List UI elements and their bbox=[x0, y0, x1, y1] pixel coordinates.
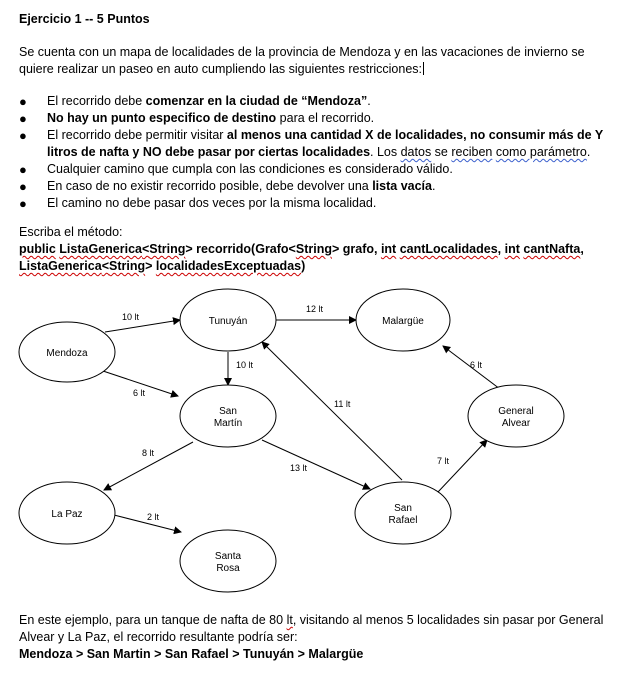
rule-item: ●No hay un punto especifico de destino p… bbox=[19, 111, 375, 126]
node-santa-rosa: Santa Rosa bbox=[179, 529, 277, 593]
svg-text:Tunuyán: Tunuyán bbox=[209, 316, 248, 327]
svg-text:10 lt: 10 lt bbox=[122, 312, 140, 322]
edge-tunuyan-sanmartin: 10 lt bbox=[224, 352, 254, 386]
bullet-icon: ● bbox=[19, 111, 27, 126]
bullet-icon: ● bbox=[19, 196, 27, 211]
svg-text:Malargüe: Malargüe bbox=[382, 316, 424, 327]
edge-mendoza-tunuyan: 10 lt bbox=[104, 312, 181, 333]
svg-text:11 lt: 11 lt bbox=[334, 399, 351, 409]
edge-sanmartin-sanrafael: 13 lt bbox=[261, 439, 371, 490]
localidades-graph: 10 lt 12 lt 10 lt 6 lt 11 lt 6 lt 8 lt bbox=[18, 288, 565, 593]
edge-sanmartin-lapaz: 8 lt bbox=[103, 441, 194, 491]
svg-text:Mendoza: Mendoza bbox=[46, 348, 88, 359]
example-paragraph: En este ejemplo, para un tanque de nafta… bbox=[19, 613, 604, 644]
edge-mendoza-sanmartin: 6 lt bbox=[99, 369, 179, 398]
node-malargue: Malargüe bbox=[355, 288, 451, 352]
svg-text:6 lt: 6 lt bbox=[470, 360, 483, 370]
intro-paragraph: Se cuenta con un mapa de localidades de … bbox=[19, 44, 609, 78]
svg-text:Rafael: Rafael bbox=[389, 515, 418, 526]
svg-text:7 lt: 7 lt bbox=[437, 456, 450, 466]
rules-list: ●El recorrido debe comenzar en la ciudad… bbox=[0, 93, 620, 212]
edge-tunuyan-malargue: 12 lt bbox=[276, 304, 357, 324]
method-signature: public ListaGenerica<String> recorrido(G… bbox=[19, 242, 584, 273]
rule-item: ●El camino no debe pasar dos veces por l… bbox=[19, 196, 377, 211]
svg-text:Alvear: Alvear bbox=[502, 418, 531, 429]
bullet-icon: ● bbox=[19, 128, 27, 143]
svg-text:12 lt: 12 lt bbox=[306, 304, 324, 314]
edge-alvear-malargue: 6 lt bbox=[442, 345, 501, 390]
text-cursor bbox=[423, 62, 425, 75]
svg-text:La Paz: La Paz bbox=[51, 509, 82, 520]
bullet-icon: ● bbox=[19, 179, 27, 194]
exercise-title: Ejercicio 1 -- 5 Puntos bbox=[19, 12, 150, 26]
svg-text:2 lt: 2 lt bbox=[147, 512, 160, 522]
edge-sanrafael-tunuyan: 11 lt bbox=[261, 341, 403, 481]
svg-text:Santa: Santa bbox=[215, 551, 242, 562]
intro-text: Se cuenta con un mapa de localidades de … bbox=[19, 45, 585, 76]
edge-lapaz-santarosa: 2 lt bbox=[113, 512, 182, 535]
edge-sanrafael-alvear: 7 lt bbox=[437, 439, 488, 493]
svg-text:6 lt: 6 lt bbox=[133, 388, 146, 398]
rule-item: ●El recorrido debe permitir visitar al m… bbox=[19, 128, 603, 159]
rule-item: ● Cualquier camino que cumpla con las co… bbox=[19, 162, 453, 177]
node-san-rafael: San Rafael bbox=[354, 481, 452, 545]
svg-text:8 lt: 8 lt bbox=[142, 448, 155, 458]
node-general-alvear: General Alvear bbox=[467, 384, 565, 448]
svg-text:San: San bbox=[219, 406, 237, 417]
bullet-icon: ● bbox=[19, 94, 27, 109]
rule-item: ●En caso de no existir recorrido posible… bbox=[19, 179, 436, 194]
rule-item: ●El recorrido debe comenzar en la ciudad… bbox=[19, 94, 371, 109]
node-la-paz: La Paz bbox=[18, 481, 116, 545]
svg-text:Martín: Martín bbox=[214, 418, 242, 429]
method-label: Escriba el método: bbox=[19, 225, 123, 239]
svg-text:San: San bbox=[394, 503, 412, 514]
result-route: Mendoza > San Martin > San Rafael > Tunu… bbox=[19, 647, 364, 661]
node-mendoza: Mendoza bbox=[18, 321, 116, 383]
bullet-icon: ● bbox=[19, 162, 27, 177]
node-san-martin: San Martín bbox=[179, 384, 277, 448]
node-tunuyan: Tunuyán bbox=[179, 288, 277, 352]
svg-text:10 lt: 10 lt bbox=[236, 360, 254, 370]
svg-text:Rosa: Rosa bbox=[216, 563, 240, 574]
svg-text:13 lt: 13 lt bbox=[290, 463, 308, 473]
svg-text:General: General bbox=[498, 406, 534, 417]
